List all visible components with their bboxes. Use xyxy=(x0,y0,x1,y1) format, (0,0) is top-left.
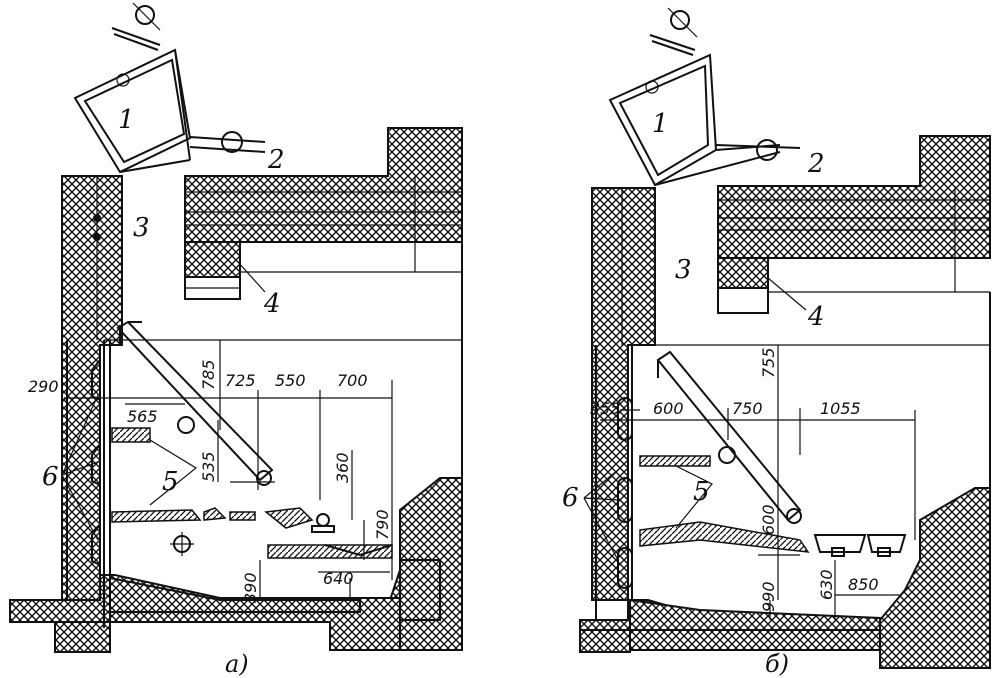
dimension-lines-b xyxy=(600,345,916,620)
svg-text:850: 850 xyxy=(848,575,879,594)
svg-text:535: 535 xyxy=(199,451,218,482)
caption-a: а) xyxy=(225,650,249,678)
beam-b xyxy=(717,257,769,289)
figure-a: 1 2 3 4 5 6 290 565 785 725 550 700 535 … xyxy=(9,2,463,678)
svg-text:1055: 1055 xyxy=(820,399,861,418)
svg-text:785: 785 xyxy=(199,359,218,390)
svg-text:600: 600 xyxy=(653,399,684,418)
svg-text:550: 550 xyxy=(275,371,306,390)
caption-b: б) xyxy=(765,650,789,678)
dims-b: 755 355 600 750 1055 600 990 630 850 xyxy=(590,347,879,612)
svg-text:755: 755 xyxy=(759,347,778,378)
svg-text:390: 390 xyxy=(241,572,260,603)
svg-text:565: 565 xyxy=(127,407,158,426)
callout-4: 4 xyxy=(807,302,825,332)
grate-slab-a1 xyxy=(111,427,151,443)
svg-text:360: 360 xyxy=(333,452,352,483)
beam-a xyxy=(184,241,241,278)
callout-1: 1 xyxy=(118,105,135,135)
callout-5: 5 xyxy=(693,477,710,507)
callout-2: 2 xyxy=(807,149,825,179)
svg-text:790: 790 xyxy=(373,509,392,540)
svg-text:725: 725 xyxy=(225,371,256,390)
svg-text:355: 355 xyxy=(590,399,621,418)
right-wall-b xyxy=(879,487,991,669)
stoker-arm-b xyxy=(656,350,802,522)
callouts-a: 1 2 3 4 5 6 xyxy=(42,105,285,541)
svg-text:600: 600 xyxy=(759,504,778,535)
hopper-b xyxy=(608,7,801,187)
dimension-lines-a xyxy=(64,340,393,600)
callout-2: 2 xyxy=(267,145,285,175)
callout-4: 4 xyxy=(263,289,281,319)
callout-5: 5 xyxy=(162,467,179,497)
callouts-b: 1 2 3 4 5 6 xyxy=(562,109,825,561)
callout-6: 6 xyxy=(42,462,59,492)
grate-slab-b1 xyxy=(639,455,711,467)
svg-text:700: 700 xyxy=(337,371,368,390)
svg-text:990: 990 xyxy=(759,581,778,612)
svg-text:630: 630 xyxy=(817,569,836,600)
callout-6: 6 xyxy=(562,483,579,513)
figure-b: 1 2 3 4 5 6 755 355 600 750 1055 600 990… xyxy=(562,7,991,678)
dims-a: 290 565 785 725 550 700 535 360 790 640 … xyxy=(28,359,392,603)
svg-text:750: 750 xyxy=(732,399,763,418)
stoker-arm-a xyxy=(116,320,274,482)
callout-3: 3 xyxy=(133,213,150,243)
hopper-a xyxy=(73,2,266,174)
callout-3: 3 xyxy=(675,255,692,285)
left-wall-b xyxy=(591,187,656,601)
svg-text:640: 640 xyxy=(323,569,354,588)
svg-text:290: 290 xyxy=(28,377,59,396)
callout-1: 1 xyxy=(652,109,669,139)
